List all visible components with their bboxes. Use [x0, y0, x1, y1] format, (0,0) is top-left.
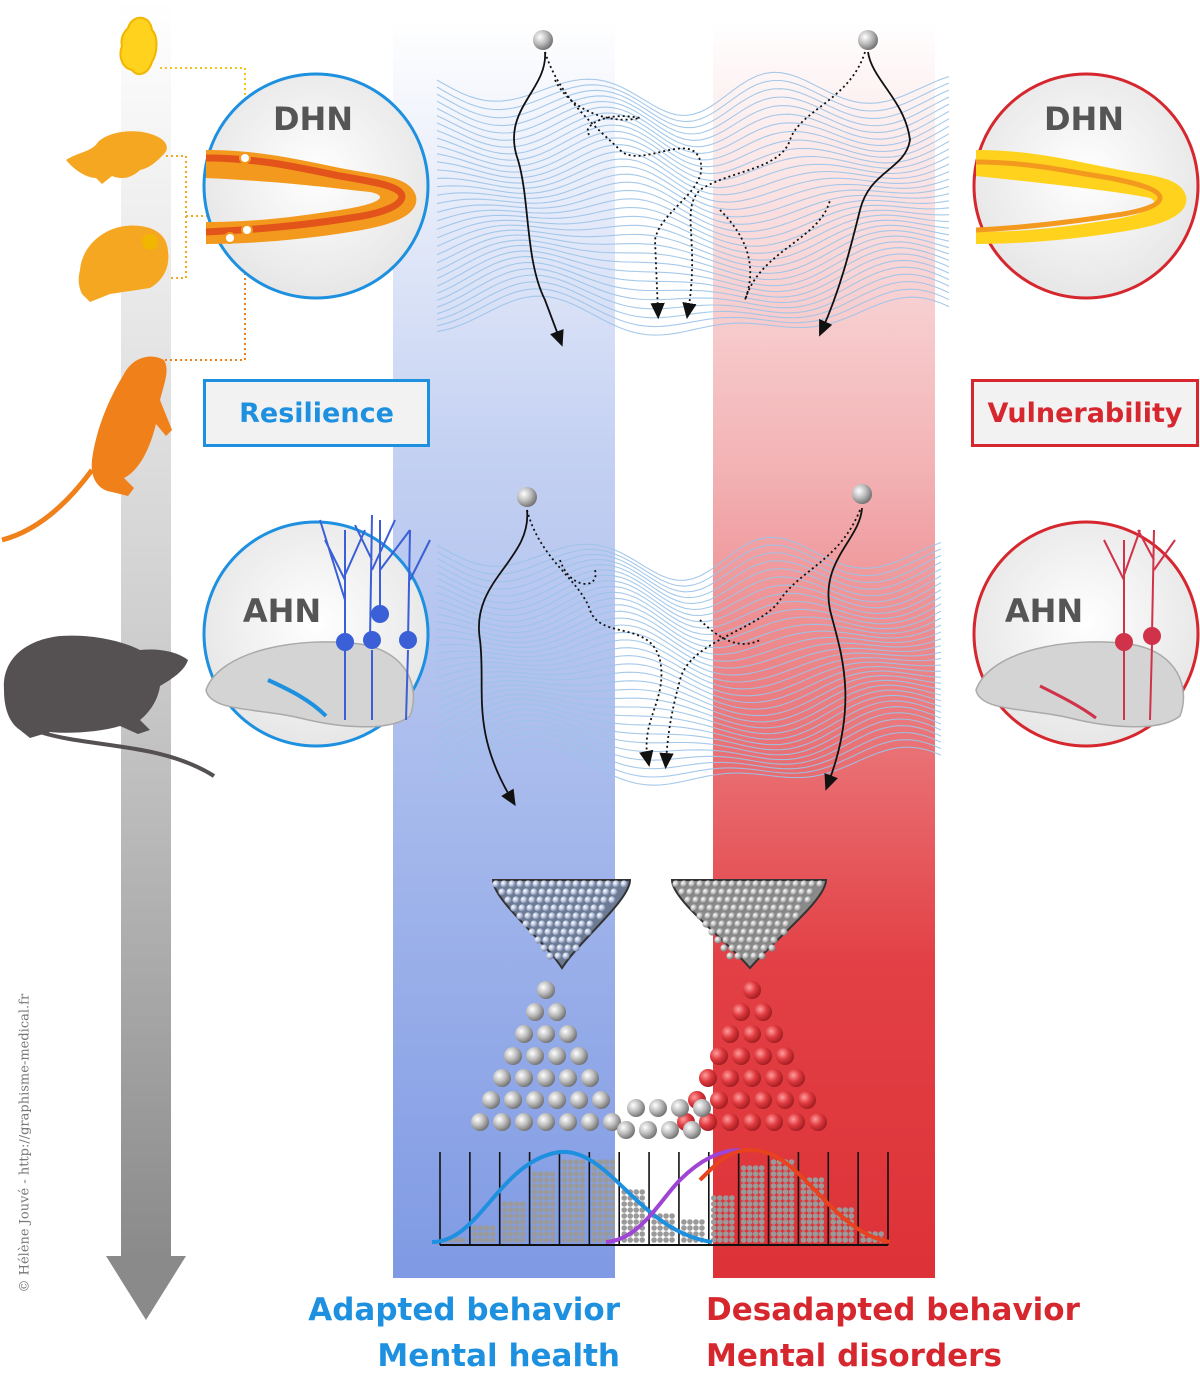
- ahn-circle-right: [972, 520, 1200, 748]
- trajectories-middle: [478, 507, 863, 807]
- adapted-behavior-label: Adapted behavior: [308, 1292, 620, 1328]
- ball-icon: [858, 30, 878, 50]
- overlap-distribution-curve: [605, 1148, 741, 1244]
- adapted-distribution-curve: [431, 1149, 713, 1244]
- disadapted-distribution-curve: [698, 1147, 891, 1244]
- copyright-credit: © Hélène Jouvé - http://graphisme-medica…: [17, 993, 33, 1293]
- galton-pegs: [471, 981, 827, 1139]
- ball-icon: [533, 30, 553, 50]
- ball-icon: [852, 484, 872, 504]
- dhn-circle-right: [972, 72, 1200, 300]
- dhn-label-left: DHN: [272, 100, 354, 138]
- dhn-circle-left: [202, 72, 430, 300]
- adolescent-rat-icon: [1, 356, 172, 543]
- ball-icon: [517, 487, 537, 507]
- embryo-icon: [119, 16, 158, 76]
- resilience-box: Resilience: [203, 379, 430, 447]
- neurons-right: [1103, 529, 1176, 721]
- ahn-label-left: AHN: [242, 592, 322, 630]
- epigenetic-landscape-top: [436, 71, 950, 336]
- epigenetic-landscape-middle: [436, 536, 942, 786]
- time-arrow-icon: [106, 0, 186, 1320]
- distribution-curves: [431, 1147, 891, 1244]
- mental-health-label: Mental health: [377, 1338, 620, 1374]
- desadapted-behavior-label: Desadapted behavior: [706, 1292, 1080, 1328]
- juvenile-rat-icon: [78, 225, 169, 302]
- hopper-balls: [492, 880, 824, 960]
- pup-icon: [66, 131, 167, 184]
- vulnerability-box: Vulnerability: [971, 379, 1199, 447]
- adult-rat-icon: [3, 635, 216, 778]
- ahn-label-right: AHN: [1004, 592, 1084, 630]
- neurons-left: [319, 514, 431, 721]
- dhn-label-right: DHN: [1043, 100, 1125, 138]
- ahn-circle-left: [202, 520, 430, 748]
- trajectories-top: [513, 51, 911, 347]
- mental-disorders-label: Mental disorders: [706, 1338, 1002, 1374]
